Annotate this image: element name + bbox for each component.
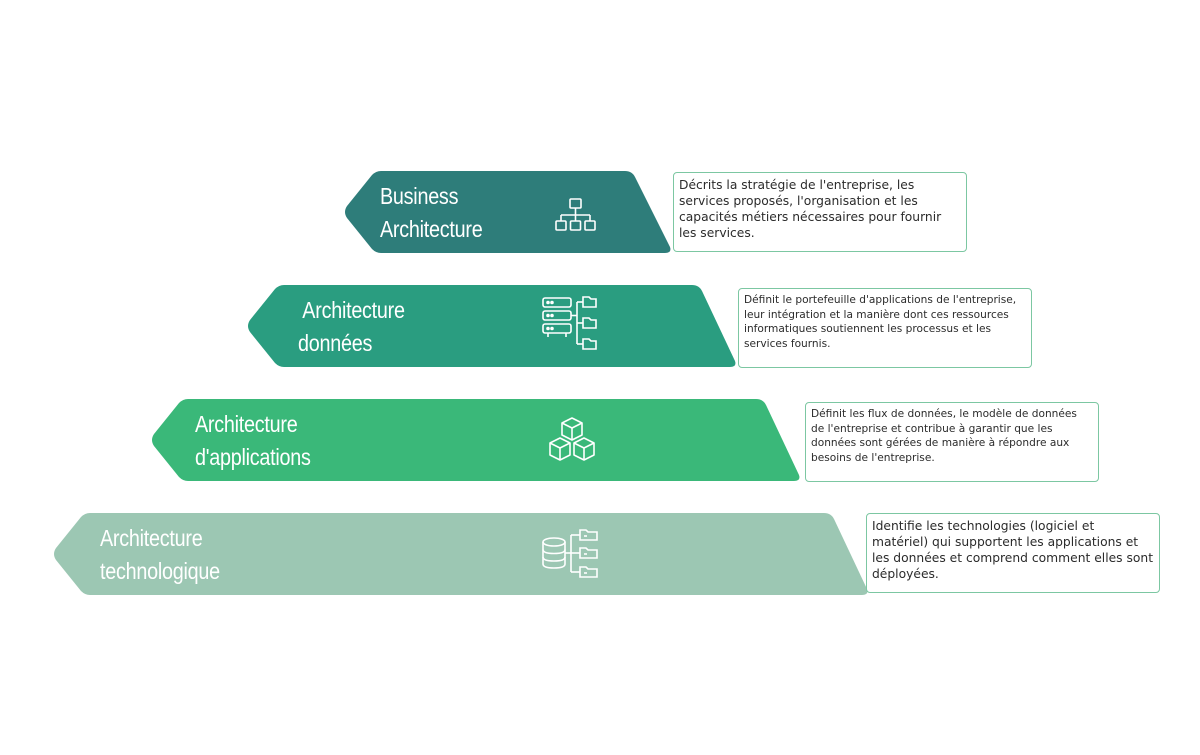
band-donnees: Architecture données — [246, 285, 738, 367]
description-donnees: Définit le portefeuille d'applications d… — [744, 294, 1017, 351]
description-applications: Définit les flux de données, le modèle d… — [811, 408, 1077, 465]
description-box-technologique: Identifie les technologies (logiciel et … — [866, 513, 1160, 593]
band-business-shape — [345, 171, 671, 253]
band-donnees-title: Architecture données — [298, 294, 405, 360]
band-technologique-title: Architecture technologique — [100, 522, 220, 588]
description-technologique: Identifie les technologies (logiciel et … — [872, 519, 1154, 581]
database-folders-icon — [542, 529, 598, 578]
band-business-title-line1: Business — [380, 183, 459, 209]
band-business-title-line2: Architecture — [380, 216, 483, 242]
description-box-applications: Définit les flux de données, le modèle d… — [805, 402, 1099, 482]
band-applications-shape — [152, 399, 800, 481]
band-applications: Architecture d'applications — [150, 399, 802, 481]
org-chart-icon — [555, 198, 596, 231]
band-business: Business Architecture — [343, 171, 673, 253]
description-business: Décrits la stratégie de l'entreprise, le… — [679, 178, 942, 240]
band-applications-title-line1: Architecture — [195, 411, 298, 437]
band-technologique-title-line2: technologique — [100, 558, 220, 584]
server-files-icon — [542, 296, 597, 350]
description-box-donnees: Définit le portefeuille d'applications d… — [738, 288, 1032, 368]
band-business-title: Business Architecture — [380, 180, 483, 246]
description-box-business: Décrits la stratégie de l'entreprise, le… — [673, 172, 967, 252]
band-technologique-shape — [54, 513, 868, 595]
band-donnees-title-line1: Architecture — [302, 297, 405, 323]
band-technologique-title-line1: Architecture — [100, 525, 203, 551]
band-donnees-title-line2: données — [298, 330, 373, 356]
band-applications-title: Architecture d'applications — [195, 408, 311, 474]
band-applications-title-line2: d'applications — [195, 444, 311, 470]
cubes-icon — [549, 417, 595, 461]
band-technologique: Architecture technologique — [52, 513, 870, 595]
band-donnees-shape — [248, 285, 736, 367]
